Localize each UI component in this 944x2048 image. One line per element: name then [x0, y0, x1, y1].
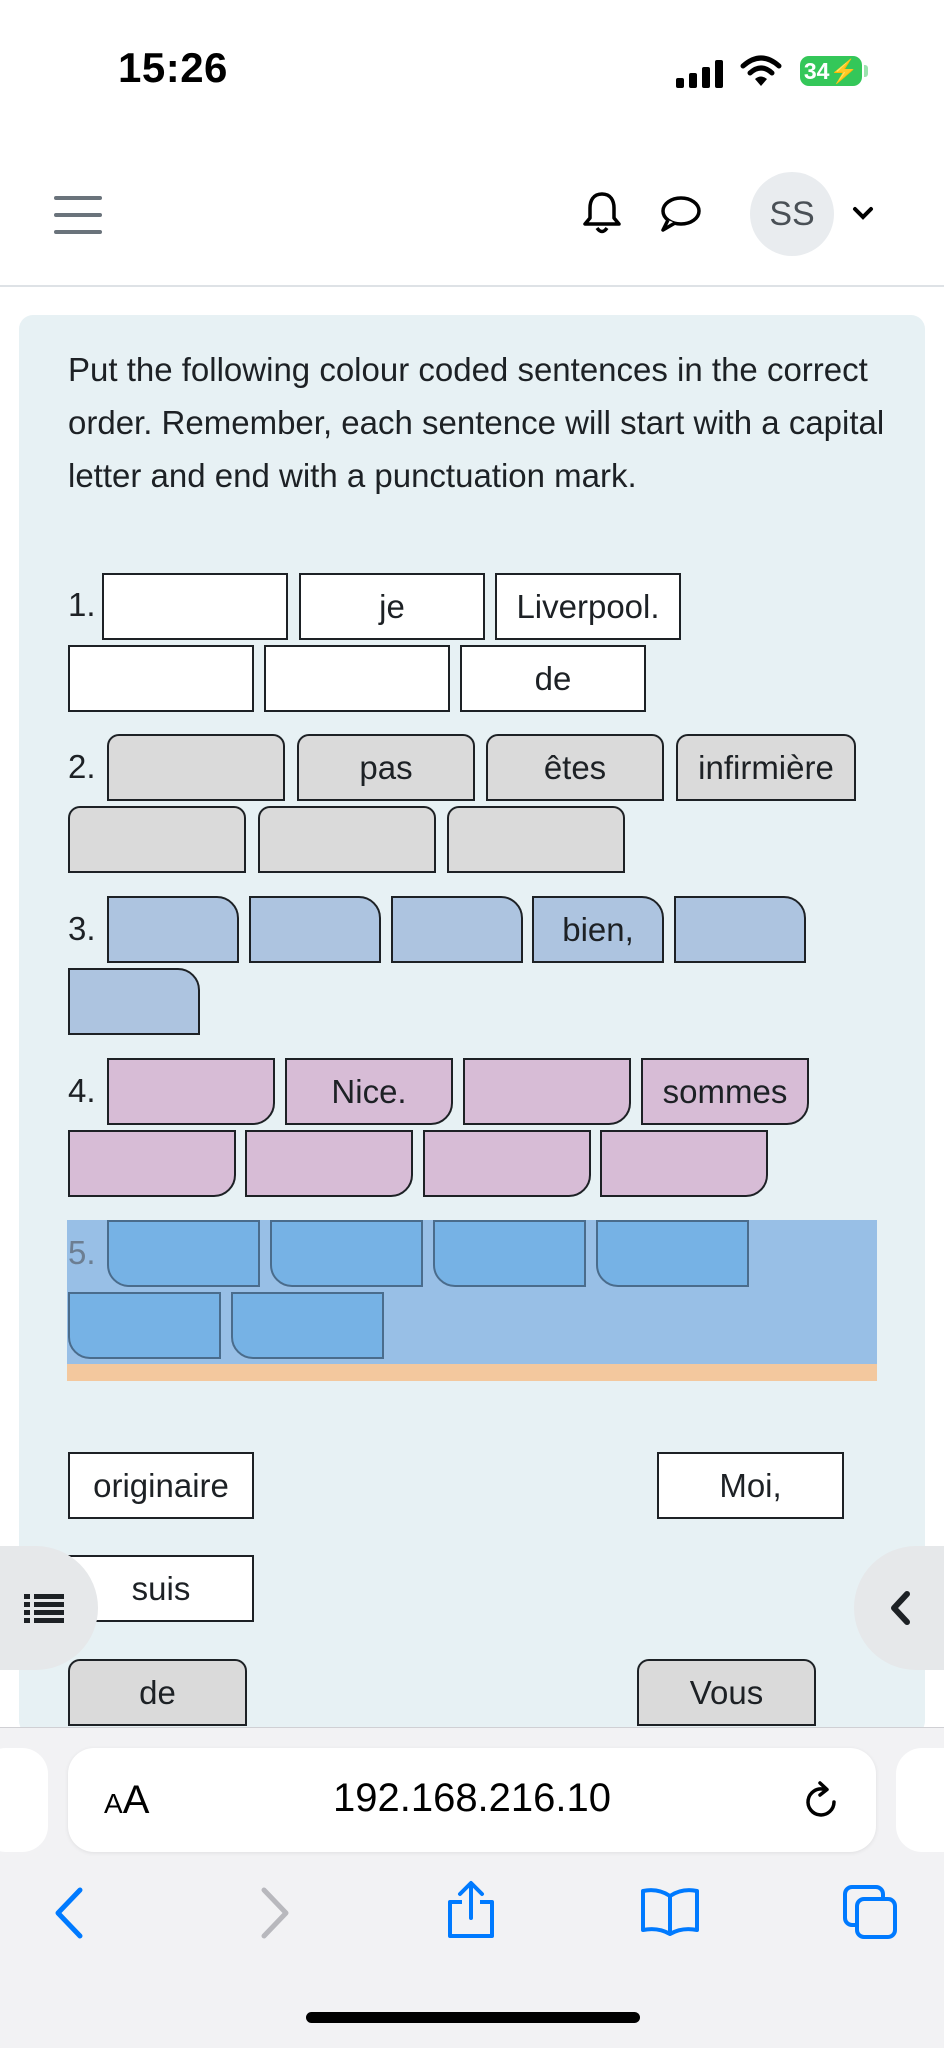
- previous-tab-preview[interactable]: [0, 1748, 48, 1852]
- drop-box[interactable]: [107, 1058, 275, 1125]
- sentence-number-5: 5.: [68, 1234, 96, 1271]
- avatar[interactable]: SS: [750, 172, 834, 256]
- back-icon[interactable]: [52, 1886, 86, 1940]
- drop-box[interactable]: [68, 968, 200, 1035]
- course-index-toggle[interactable]: [0, 1546, 98, 1670]
- sentence-number-2: 2.: [68, 748, 96, 785]
- drop-box[interactable]: [68, 1130, 236, 1197]
- drop-box[interactable]: pas: [297, 734, 475, 801]
- drop-box[interactable]: bien,: [532, 896, 664, 963]
- sentence-number-4: 4.: [68, 1072, 96, 1109]
- list-icon[interactable]: [24, 1594, 64, 1624]
- draggable-word[interactable]: de: [68, 1659, 247, 1726]
- drop-box[interactable]: [107, 734, 285, 801]
- drop-zone-indicator: [67, 1364, 877, 1381]
- sentence-number-3: 3.: [68, 910, 96, 947]
- draggable-word[interactable]: originaire: [68, 1452, 254, 1519]
- drop-box[interactable]: [107, 1220, 260, 1287]
- url-text[interactable]: 192.168.216.10: [332, 1776, 612, 1820]
- drop-box[interactable]: [270, 1220, 423, 1287]
- header-divider: [0, 285, 944, 287]
- question-instructions: Put the following colour coded sentences…: [68, 351, 885, 494]
- drop-box[interactable]: je: [299, 573, 485, 640]
- drop-box[interactable]: [447, 806, 625, 873]
- drop-box[interactable]: êtes: [486, 734, 664, 801]
- signal-icon: [676, 60, 723, 88]
- drop-box[interactable]: sommes: [641, 1058, 809, 1125]
- battery-indicator: 34⚡: [800, 56, 862, 86]
- battery-level: 34: [803, 58, 830, 84]
- battery-nub: [864, 65, 868, 77]
- chevron-left-icon[interactable]: [888, 1590, 912, 1626]
- drop-box[interactable]: [68, 1292, 221, 1359]
- toolbar-divider: [0, 1727, 944, 1728]
- drop-box[interactable]: [674, 896, 806, 963]
- sentence-number-1: 1.: [68, 586, 96, 623]
- drop-box[interactable]: [463, 1058, 631, 1125]
- chevron-down-icon[interactable]: [852, 206, 874, 222]
- draggable-word[interactable]: Vous: [637, 1659, 816, 1726]
- drop-box[interactable]: de: [460, 645, 646, 712]
- home-indicator: [306, 2012, 640, 2023]
- drop-box[interactable]: [596, 1220, 749, 1287]
- drop-box[interactable]: [245, 1130, 413, 1197]
- drop-box[interactable]: [264, 645, 450, 712]
- drop-box[interactable]: infirmière: [676, 734, 856, 801]
- charging-icon: ⚡: [829, 58, 859, 84]
- forward-icon[interactable]: [258, 1886, 292, 1940]
- wifi-icon: [740, 55, 782, 86]
- next-tab-preview[interactable]: [896, 1748, 944, 1852]
- status-time: 15:26: [118, 44, 228, 91]
- message-icon[interactable]: [658, 194, 702, 234]
- page-settings-button[interactable]: AA: [104, 1778, 150, 1822]
- drop-box[interactable]: [258, 806, 436, 873]
- share-icon[interactable]: [446, 1880, 496, 1940]
- draggable-word[interactable]: Moi,: [657, 1452, 844, 1519]
- bookmarks-icon[interactable]: [640, 1886, 700, 1936]
- drop-box[interactable]: [102, 573, 288, 640]
- drop-box[interactable]: [249, 896, 381, 963]
- menu-icon[interactable]: [54, 196, 102, 234]
- drop-box[interactable]: [600, 1130, 768, 1197]
- drop-box[interactable]: [391, 896, 523, 963]
- bell-icon[interactable]: [582, 190, 622, 236]
- drop-box[interactable]: [423, 1130, 591, 1197]
- drop-box[interactable]: Liverpool.: [495, 573, 681, 640]
- drop-box[interactable]: [68, 645, 254, 712]
- address-bar[interactable]: [68, 1748, 876, 1852]
- tabs-icon[interactable]: [842, 1884, 900, 1940]
- block-drawer-toggle[interactable]: [854, 1546, 944, 1670]
- drop-box[interactable]: [433, 1220, 586, 1287]
- drop-box[interactable]: [107, 896, 239, 963]
- drop-box[interactable]: [231, 1292, 384, 1359]
- drop-box[interactable]: Nice.: [285, 1058, 453, 1125]
- reload-icon[interactable]: [800, 1780, 844, 1824]
- drop-box[interactable]: [68, 806, 246, 873]
